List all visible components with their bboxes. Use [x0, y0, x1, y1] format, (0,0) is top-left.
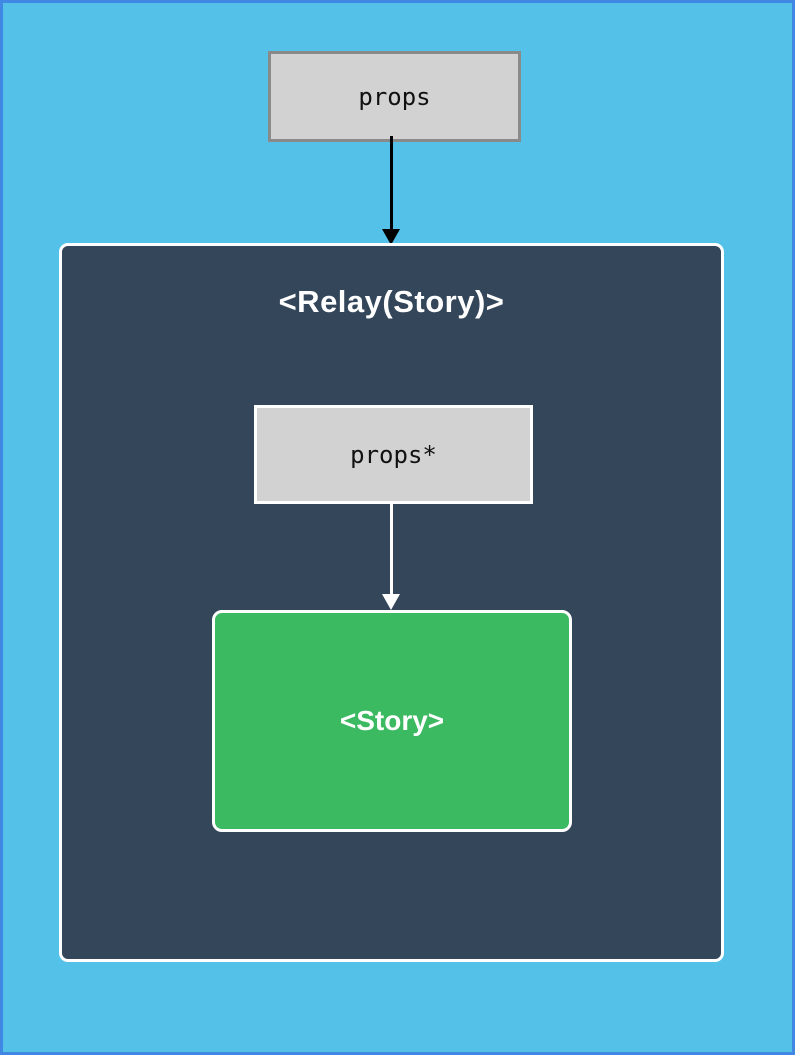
story-label: <Story> — [339, 705, 445, 736]
arrow-down-head-icon — [382, 594, 400, 610]
outer-props-label: props — [358, 82, 431, 111]
inner-props-box: props* — [254, 405, 533, 504]
story-box: <Story> — [212, 610, 572, 832]
relay-container-title: <Relay(Story)> — [278, 284, 505, 319]
arrow-line — [389, 502, 393, 596]
outer-props-box: props — [268, 51, 521, 142]
inner-props-label: props* — [350, 440, 437, 469]
arrow-down-head-icon — [382, 229, 400, 245]
arrow-line — [389, 136, 393, 231]
